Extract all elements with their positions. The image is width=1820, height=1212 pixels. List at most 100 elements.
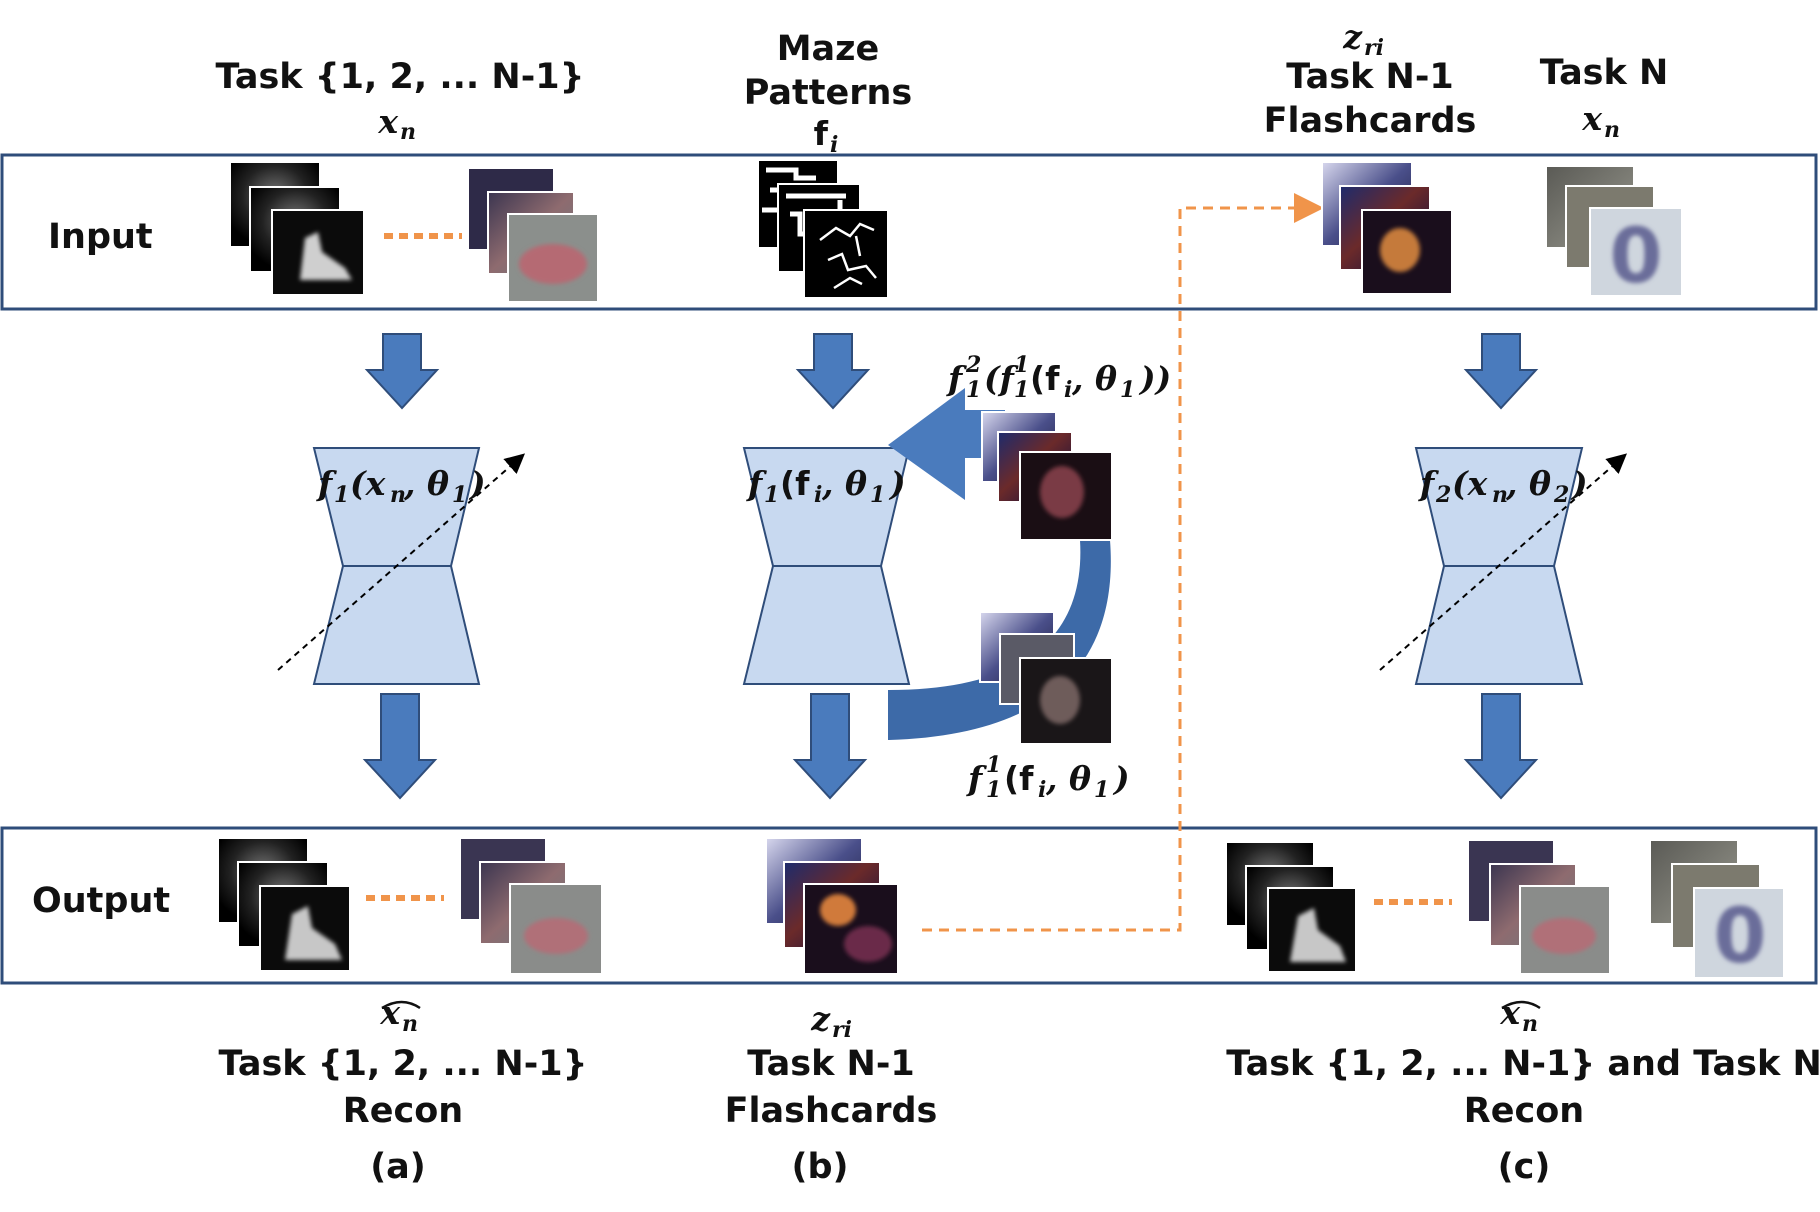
col-a-caption: (a) [370,1147,426,1187]
col-c-output-fashion-stack [1225,841,1357,973]
svg-text:f: f [746,464,767,503]
col-b-bottom-label-1: Task N-1 [747,1044,914,1084]
svg-text:1: 1 [1094,777,1109,803]
svg-text:1: 1 [986,777,1001,803]
col-b-caption: (b) [791,1147,848,1187]
svg-text:(f: (f [1004,759,1034,798]
output-row-frame [0,826,1818,985]
svg-text:): ) [468,464,486,503]
svg-text:1: 1 [1014,352,1029,378]
svg-text:): ) [1112,759,1130,798]
col-c-task-var: x [1581,99,1602,138]
col-c-task-label: Task N [1540,53,1669,93]
col-a-top-var: x [377,102,398,141]
col-c-bottom-var-sub: n [1522,1011,1538,1037]
col-c-task-var-sub: n [1604,117,1620,143]
svg-text:0: 0 [1714,891,1767,980]
col-b-arrow-down-bottom [792,693,868,800]
col-c-bottom-label-1: Task {1, 2, ... N-1} and Task N [1226,1044,1820,1084]
svg-text:1: 1 [334,482,349,508]
svg-text:1: 1 [870,482,885,508]
svg-text:0: 0 [1610,211,1663,300]
svg-text:2: 2 [965,352,981,378]
svg-text:i: i [814,482,822,508]
col-a-arrow-down-bottom [362,693,438,800]
col-c-bottom-label-2: Recon [1464,1091,1584,1131]
col-a-top-label: Task {1, 2, ... N-1} [215,57,584,97]
svg-text:f: f [1418,464,1439,503]
col-c-hat-mark [1501,1000,1541,1010]
col-c-bottom-var: x [1499,993,1520,1032]
col-c-flash-var-sub: ri [1364,35,1384,61]
col-c-network [1379,447,1628,685]
col-a-top-var-sub: n [400,119,416,145]
col-b-top-var: f [814,114,829,153]
col-b-bottom-var-sub: ri [832,1017,852,1043]
svg-text:, θ: , θ [1045,759,1091,798]
col-c-network-label: f 2 (x n , θ 2 ) [1418,464,1588,508]
col-a-output-fashion-stack [217,837,351,972]
output-row-label: Output [32,881,170,921]
svg-text:, θ: , θ [1071,359,1117,398]
col-c-flash-var: z [1342,17,1363,56]
col-b-network [742,447,911,685]
col-a-output-cifar-stack [459,837,603,975]
svg-text:2: 2 [1435,482,1451,508]
svg-text:2: 2 [1553,482,1569,508]
col-a-bottom-label-1: Task {1, 2, ... N-1} [218,1044,587,1084]
svg-text:(x: (x [1452,464,1488,503]
svg-text:, θ: , θ [821,464,867,503]
col-a-hat-mark [381,1000,421,1010]
col-a-bottom-var-sub: n [402,1011,418,1037]
col-b-top-label-2: Patterns [744,73,913,113]
col-b-bottom-label-2: Flashcards [725,1091,938,1131]
col-a-input-cifar-stack [467,167,599,303]
col-b-top-var-sub: i [830,132,838,158]
svg-text:i: i [1038,777,1046,803]
svg-text:1: 1 [986,752,1001,778]
svg-text:1: 1 [1014,377,1029,403]
flashcard-transfer-connector [922,193,1324,932]
svg-text:1: 1 [452,482,467,508]
input-row-label: Input [48,217,153,257]
svg-text:, θ: , θ [1505,464,1551,503]
svg-text:): ) [1570,464,1588,503]
svg-text:(f: (f [780,464,810,503]
svg-text:): ) [888,464,906,503]
col-b-network-label: f 1 (f i , θ 1 ) [746,464,906,508]
col-c-output-svhn-stack: 0 [1649,839,1785,980]
svg-text:n: n [1492,482,1508,508]
svg-text:(x: (x [350,464,386,503]
input-row-frame [0,153,1818,311]
col-c-flash-label-1: Task N-1 [1286,57,1453,97]
svg-text:f: f [316,464,337,503]
svg-text:f: f [946,359,967,398]
svg-text:1: 1 [764,482,779,508]
col-a-network-label: f 1 (x n , θ 1 ) [316,464,486,508]
col-a-bottom-var: x [379,993,400,1032]
col-c-output-cifar-stack [1467,839,1611,975]
col-b-loop-bottom-label: f 1 1 (f i , θ 1 ) [966,752,1130,803]
col-a-input-fashion-stack [229,161,365,296]
col-c-input-flashcard-stack [1321,161,1453,295]
svg-text:(f: (f [1030,359,1060,398]
svg-text:)): )) [1138,359,1171,398]
col-c-arrow-down-top [1463,333,1539,410]
svg-text:(f: (f [984,359,1019,398]
col-b-arrow-down-top [795,333,871,410]
col-c-caption: (c) [1498,1147,1551,1187]
svg-text:1: 1 [1120,377,1135,403]
svg-text:, θ: , θ [403,464,449,503]
col-b-bottom-var: z [810,999,831,1038]
col-b-output-flashcard-stack [765,837,899,975]
col-b-loop-top-label: f 2 1 (f 1 1 (f i , θ 1 )) [946,352,1171,403]
svg-text:n: n [390,482,406,508]
col-b-loop-bottom-stack [979,611,1113,745]
col-a-bottom-label-2: Recon [343,1091,463,1131]
col-b-top-label-1: Maze [777,29,880,69]
col-b-loop-top-stack [981,411,1113,541]
svg-text:f: f [966,759,987,798]
col-a-network [277,447,526,685]
svg-text:1: 1 [966,377,981,403]
